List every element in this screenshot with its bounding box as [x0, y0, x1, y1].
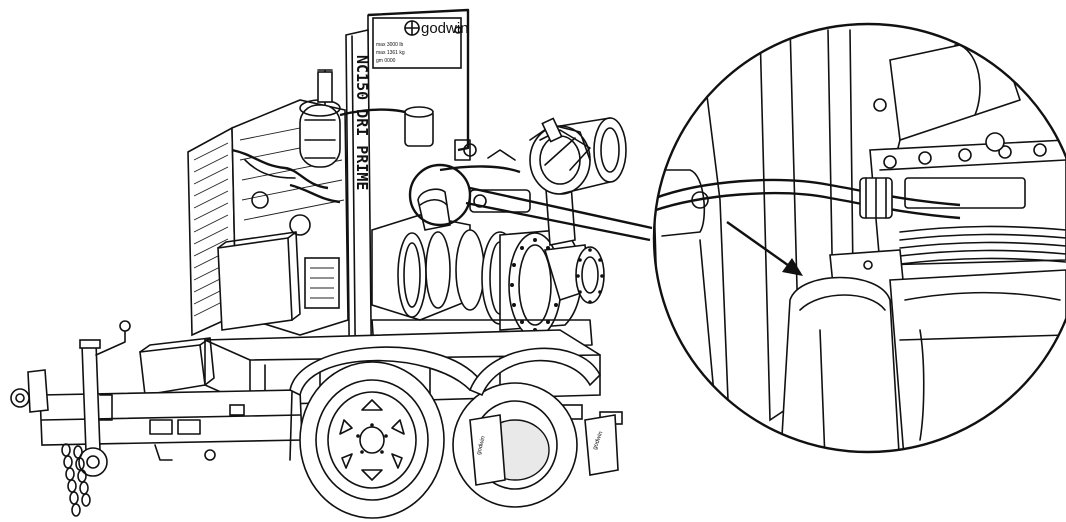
pump-assembly	[371, 117, 627, 361]
plate-line-1: max 3000 lb	[376, 42, 403, 48]
mast-label: NC150 DRI PRIME	[353, 55, 371, 190]
mudflap-left-label: godwin	[476, 436, 487, 456]
wheels: godwin godwin	[289, 346, 619, 519]
magnifier-detail	[408, 22, 1066, 454]
sign-frame: godwin max 3000 lb max 1361 kg gm 0000	[367, 8, 470, 152]
data-plate	[372, 17, 462, 69]
focus-ring-icon	[408, 163, 472, 227]
plate-line-3: gm 0000	[376, 58, 396, 64]
plate-line-2: max 1361 kg	[376, 50, 405, 56]
mast: NC150 DRI PRIME	[345, 29, 373, 426]
top-valve	[529, 117, 591, 161]
engine	[187, 69, 434, 337]
arrow-indicator-icon	[726, 221, 803, 276]
